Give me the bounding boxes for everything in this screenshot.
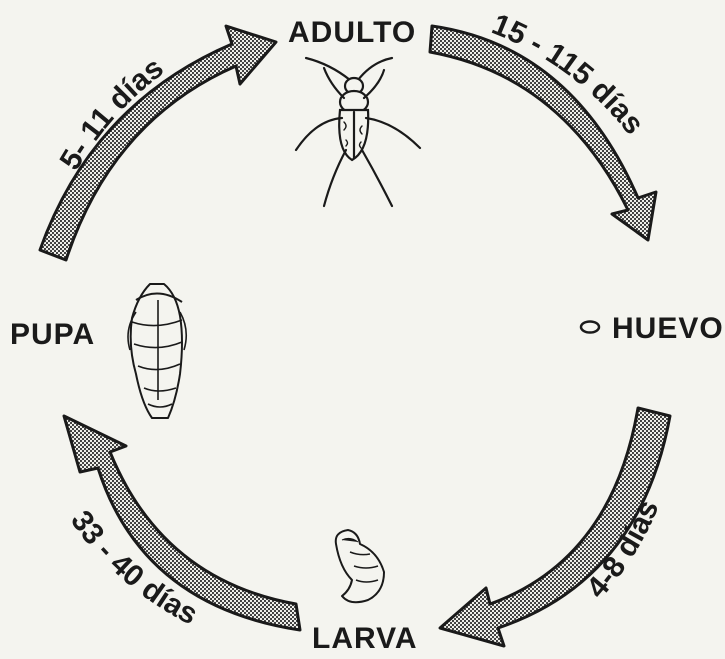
adult-beetle-icon [296,58,420,206]
stage-label-larva: LARVA [312,622,418,655]
pupa-icon [128,284,186,418]
stage-label-egg: HUEVO [612,312,724,345]
egg-icon [581,322,599,333]
larva-icon [336,530,384,602]
stage-label-adult: ADULTO [288,16,416,49]
stage-label-pupa: PUPA [10,318,95,351]
